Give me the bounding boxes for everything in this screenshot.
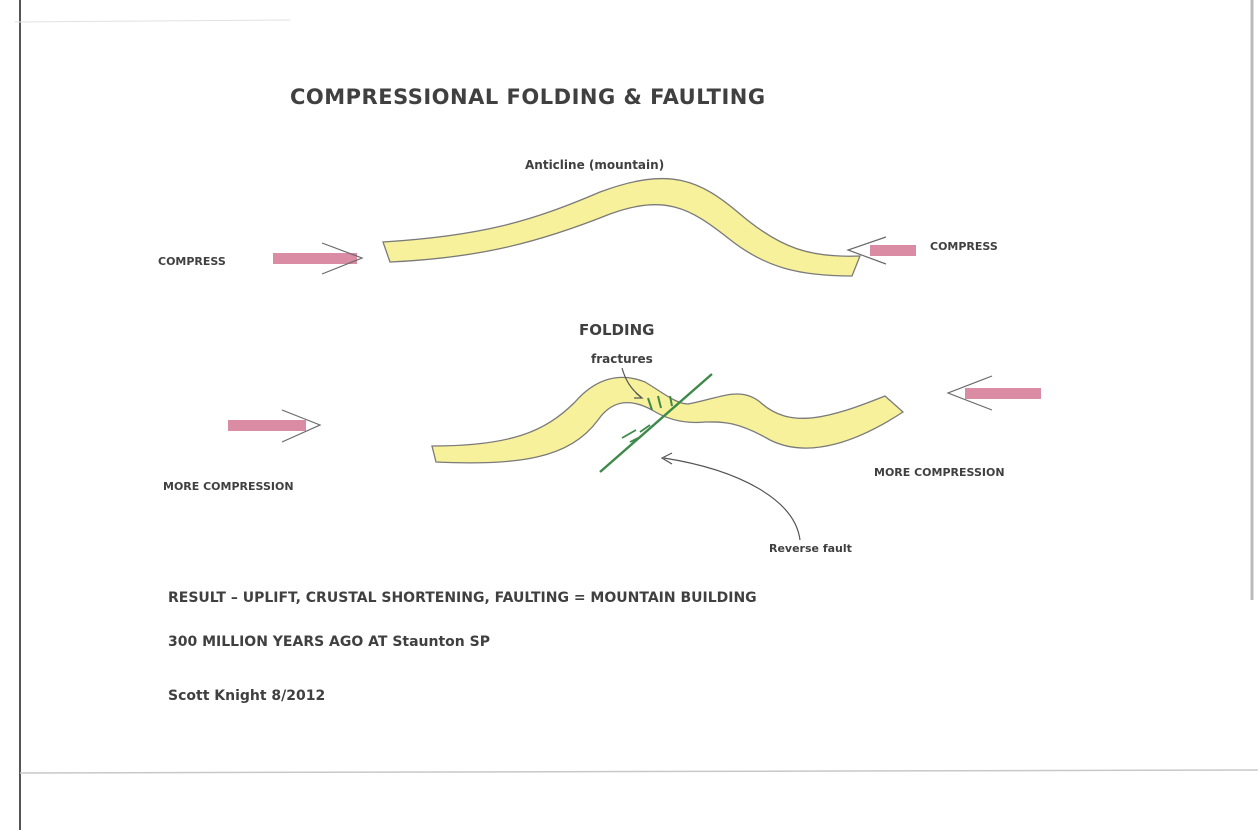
anticline-label: Anticline (mountain) [525, 158, 664, 172]
anticline-layer [383, 179, 860, 276]
diagram-title: COMPRESSIONAL FOLDING & FAULTING [290, 85, 766, 109]
more-compression-arrow-right [948, 376, 1041, 410]
reverse-fault-label: Reverse fault [769, 542, 852, 555]
compress-label-left: COMPRESS [158, 255, 226, 268]
age-note: 300 MILLION YEARS AGO AT Staunton SP [168, 634, 490, 650]
compress-arrow-left [273, 243, 362, 274]
page-bottom-edge [20, 770, 1258, 773]
folding-label: FOLDING [579, 321, 654, 339]
folded-layer [432, 377, 903, 463]
fault-pointer [664, 458, 800, 540]
more-compression-label-left: MORE COMPRESSION [163, 480, 294, 493]
fractures-label: fractures [591, 352, 653, 366]
scan-top-mark [15, 20, 290, 22]
compress-label-right: COMPRESS [930, 240, 998, 253]
more-compression-arrow-left [228, 410, 320, 442]
more-compression-label-right: MORE COMPRESSION [874, 466, 1005, 479]
result-note: RESULT – UPLIFT, CRUSTAL SHORTENING, FAU… [168, 590, 757, 606]
author-credit: Scott Knight 8/2012 [168, 688, 325, 704]
